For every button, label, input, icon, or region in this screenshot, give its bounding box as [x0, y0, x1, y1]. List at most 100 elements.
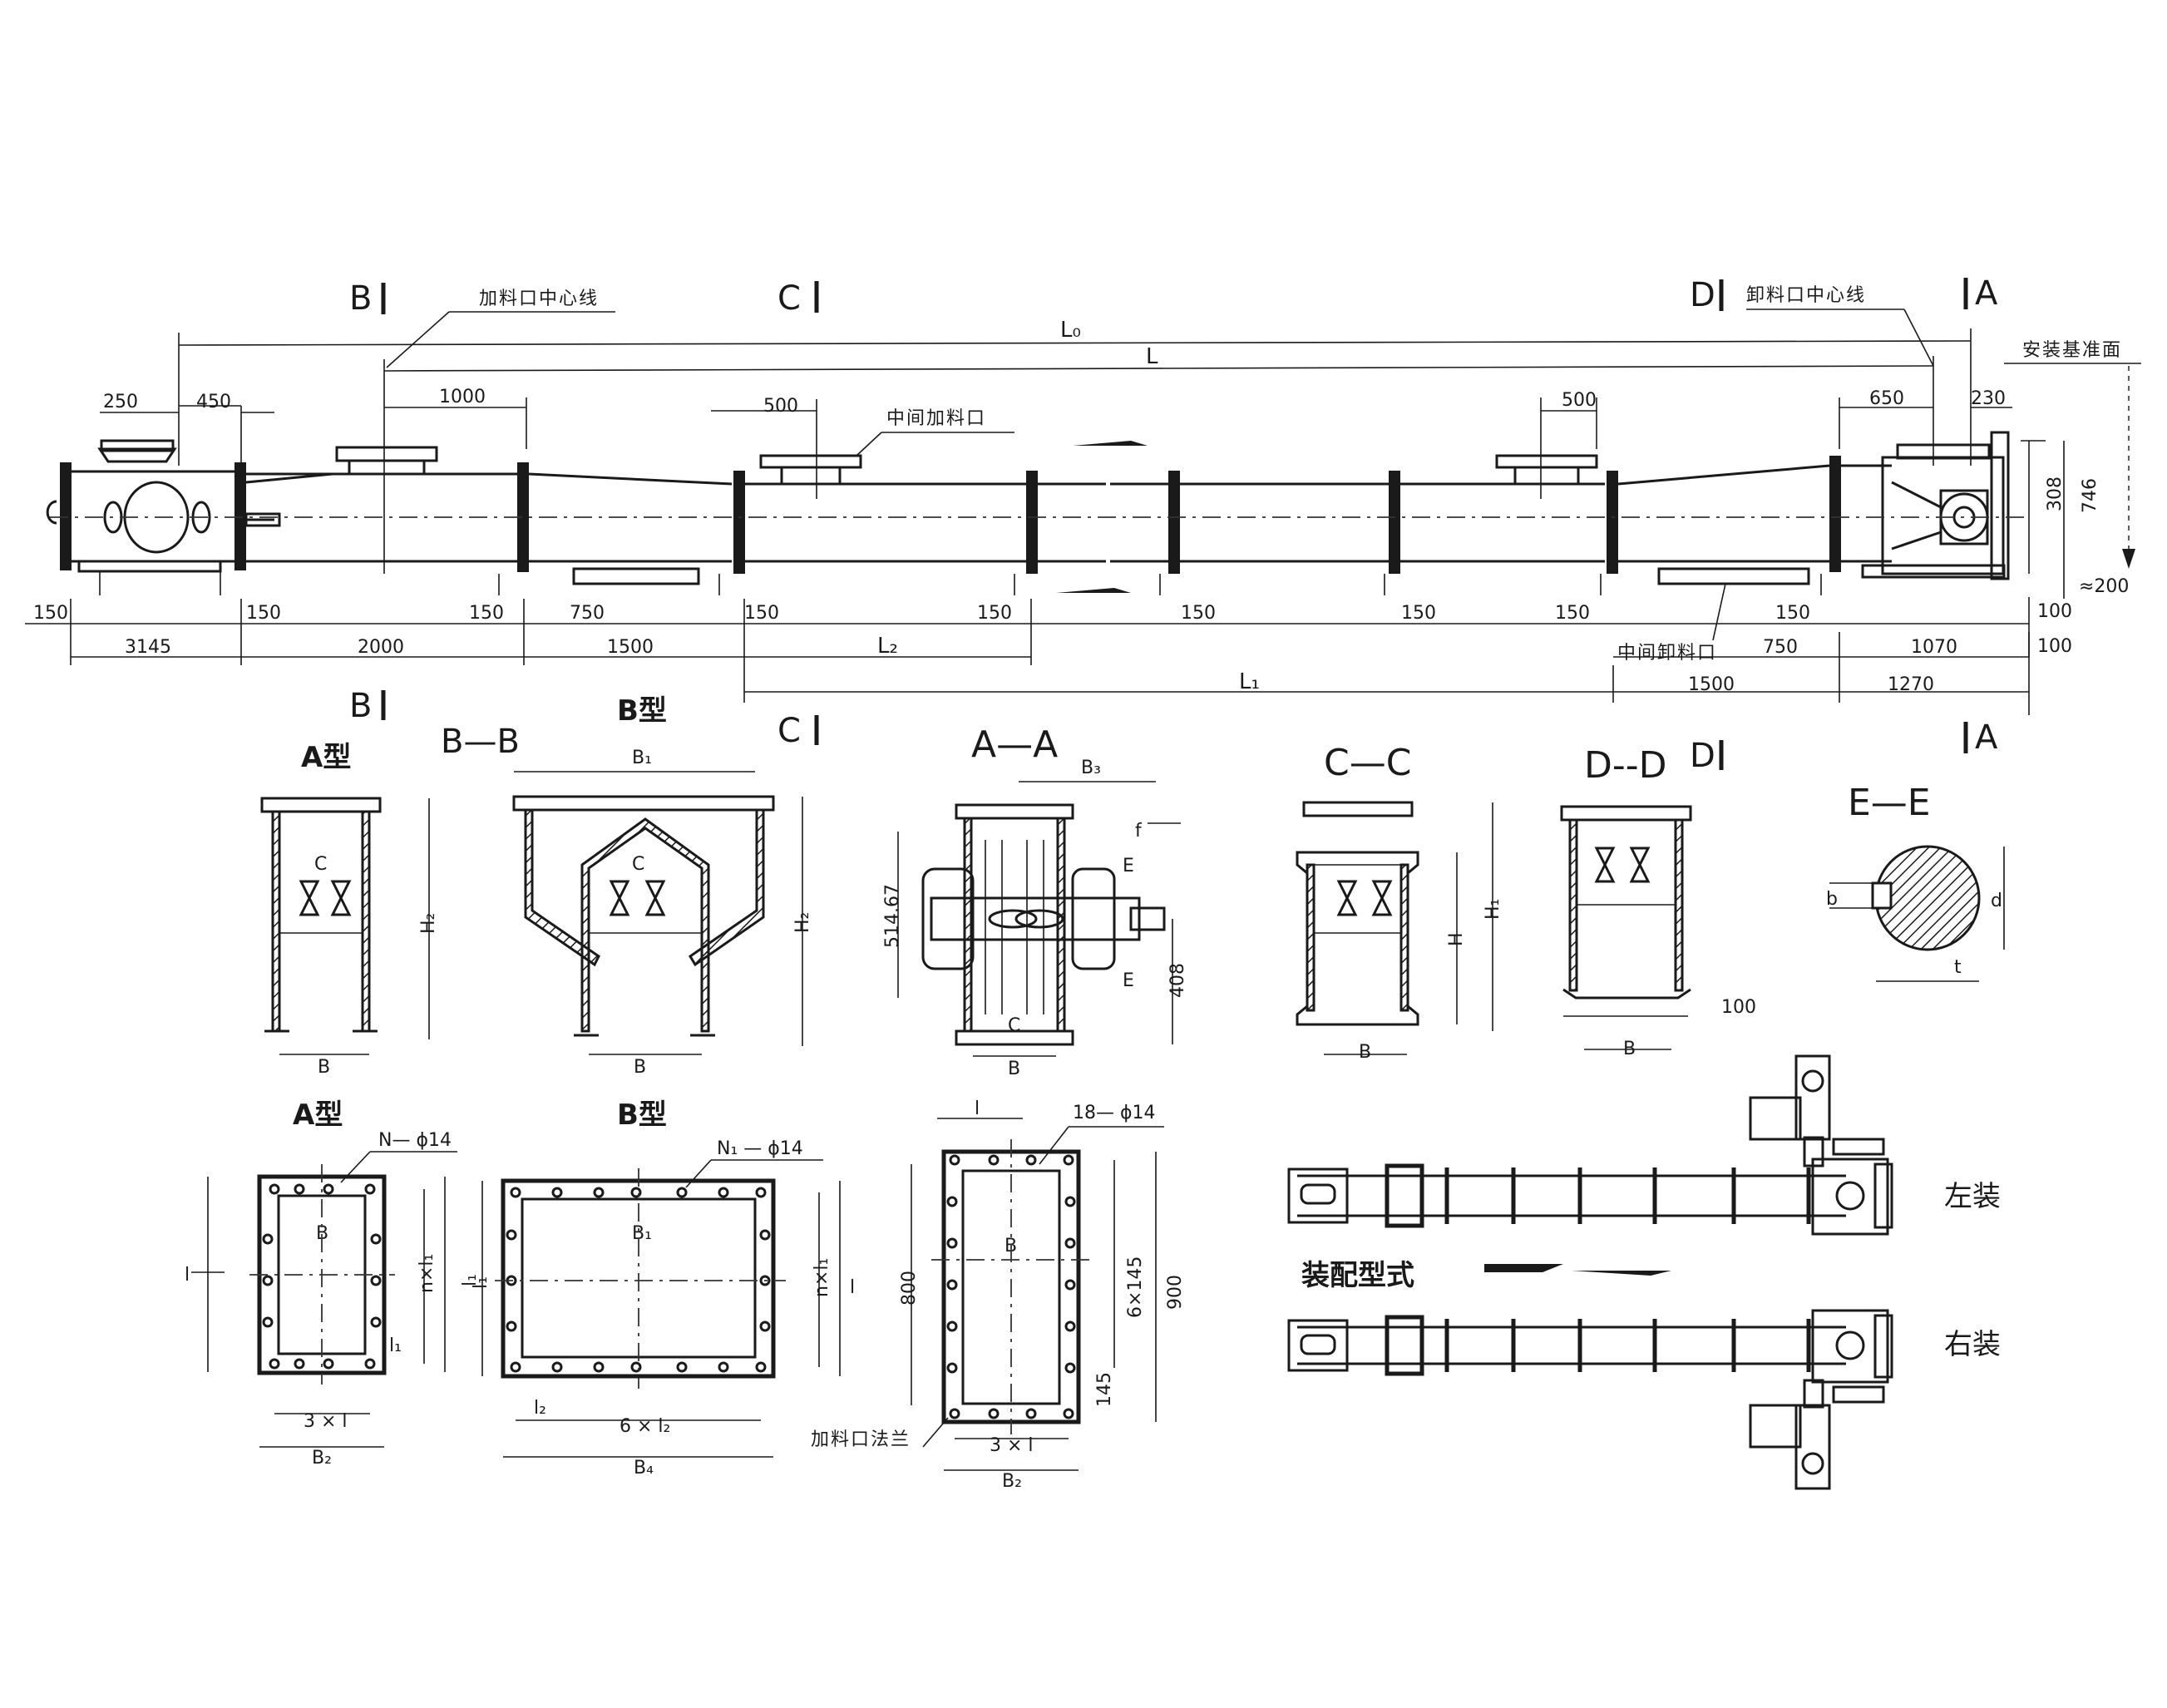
dim-200: ≈200	[2079, 576, 2129, 597]
marker-a-bottom: A	[1975, 718, 1998, 757]
flange-a-holes: N— ϕ14	[378, 1130, 452, 1151]
assembly-forms: 左装 装配型式 右装	[1287, 1054, 2001, 1490]
flange-b-b4: B₄	[634, 1458, 654, 1478]
dim-3145: 3145	[125, 637, 171, 658]
marker-b-bottom: B	[349, 687, 372, 725]
feed-flange-3l: 3 × l	[990, 1435, 1034, 1456]
ee-b: b	[1826, 889, 1838, 910]
flange-a-bolt-holes	[262, 1183, 382, 1370]
aa-f: f	[1135, 821, 1143, 842]
feed-flange-6x145: 6×145	[1125, 1256, 1146, 1318]
dim-746: 746	[2080, 478, 2100, 513]
flange-a-l: l	[185, 1265, 190, 1286]
aa-b3: B₃	[1081, 758, 1101, 778]
dim-L1: L₁	[1239, 669, 1260, 694]
dim-150-9: 150	[1775, 603, 1810, 624]
dd-title: D--D	[1584, 744, 1667, 787]
dd-100: 100	[1721, 997, 1756, 1018]
ee-d: d	[1991, 891, 2002, 911]
marker-a-top: A	[1975, 274, 1998, 313]
support-legs	[99, 571, 1822, 595]
flange-b-type: B型 N₁ — ϕ14 B₁ l₁ n×l₁ l l₂ 6 × l₂ B₄	[471, 1098, 855, 1478]
middle-discharge-label: 中间卸料口	[1617, 643, 1717, 664]
aa-b: B	[1008, 1059, 1020, 1079]
cc-h1: H₁	[1483, 899, 1503, 920]
assembly-left-label: 左装	[1944, 1180, 2001, 1213]
dim-308: 308	[2045, 476, 2066, 511]
flange-b-6xl2: 6 × l₂	[619, 1416, 670, 1437]
discharge-center-label: 卸料口中心线	[1746, 285, 1866, 306]
marker-c-top: C	[777, 279, 801, 318]
dim-450: 450	[196, 392, 231, 412]
section-markers: B C D A B C D A	[349, 274, 1998, 775]
bb-title: B—B	[441, 723, 520, 761]
bb-b-b: B	[634, 1057, 646, 1078]
flange-b-l2: l₂	[534, 1398, 546, 1419]
assembly-title: 装配型式	[1301, 1259, 1414, 1292]
middle-feed-label: 中间加料口	[886, 408, 986, 429]
flange-a-type: A型 N— ϕ14 B l n×l₁ l₁ l₁ 3 × l B₂	[185, 1098, 481, 1469]
feed-flange-holes: 18— ϕ14	[1073, 1103, 1156, 1123]
marker-d-top: D	[1690, 276, 1715, 314]
section-bb: B—B A型 B型 C B H₂ B₁ C B H₂	[260, 694, 813, 1078]
flange-a-b: B	[316, 1223, 328, 1244]
bb-a-h2: H₂	[418, 913, 439, 934]
flange-a-l1b: l₁	[389, 1335, 402, 1356]
aa-e-1: E	[1123, 856, 1134, 876]
feed-flange-b2: B₂	[1002, 1471, 1022, 1492]
feed-flange-bolt-holes	[946, 1154, 1076, 1419]
section-cc: C—C B H H₁	[1296, 742, 1503, 1063]
flange-b-title: B型	[617, 1098, 667, 1132]
section-ee: E—E b d t	[1826, 782, 2005, 982]
assembly-right	[1287, 1309, 1893, 1490]
dim-150-1: 150	[33, 603, 68, 624]
flange-a-title: A型	[293, 1098, 343, 1132]
feed-center-label: 加料口中心线	[479, 289, 599, 309]
dim-1500-b: 1500	[1688, 674, 1735, 695]
dim-150-6: 150	[1181, 603, 1216, 624]
dim-L: L	[1146, 344, 1158, 369]
dim-150-3: 150	[469, 603, 504, 624]
dim-150-2: 150	[246, 603, 281, 624]
flange-b-bolt-holes	[506, 1187, 771, 1373]
dim-150-7: 150	[1401, 603, 1436, 624]
flange-b-l: l	[850, 1277, 855, 1298]
dim-L0: L₀	[1060, 318, 1081, 343]
dim-750-a: 750	[570, 603, 605, 624]
bb-a-type-title: A型	[301, 741, 351, 774]
aa-title: A—A	[971, 723, 1058, 766]
bb-a-b: B	[318, 1057, 330, 1078]
dd-b: B	[1623, 1039, 1636, 1059]
dim-1500-a: 1500	[607, 637, 654, 658]
flange-a-b2: B₂	[312, 1448, 332, 1469]
assembly-right-label: 右装	[1944, 1328, 2001, 1361]
bb-b-c: C	[632, 854, 644, 875]
dim-750-b: 750	[1763, 637, 1798, 658]
cc-b: B	[1359, 1042, 1371, 1063]
dim-150-5: 150	[977, 603, 1012, 624]
dim-500-a: 500	[763, 396, 798, 417]
dim-650: 650	[1869, 388, 1904, 409]
flange-a-nxl1: n×l₁	[417, 1254, 437, 1293]
flange-b-l1: l₁	[471, 1276, 491, 1289]
dim-500-b: 500	[1562, 390, 1597, 411]
feed-flange-l: l	[975, 1098, 980, 1119]
aa-c: C	[1008, 1015, 1020, 1036]
dim-1070: 1070	[1911, 637, 1957, 658]
bb-a-c: C	[314, 854, 327, 875]
flange-b-nxl1: n×l₁	[812, 1258, 832, 1297]
cc-title: C—C	[1324, 742, 1411, 784]
feed-flange-800: 800	[899, 1271, 920, 1306]
feed-flange-900: 900	[1165, 1275, 1186, 1310]
ee-t: t	[1954, 957, 1962, 978]
dim-1270: 1270	[1888, 674, 1934, 695]
flange-b-b1: B₁	[632, 1223, 652, 1244]
feed-flange-145: 145	[1094, 1372, 1115, 1407]
bb-b-type-title: B型	[617, 694, 667, 728]
dim-100-a: 100	[2037, 601, 2072, 622]
dim-250: 250	[103, 392, 138, 412]
aa-514: 514.67	[882, 884, 903, 948]
dim-100-b: 100	[2037, 636, 2072, 657]
ee-title: E—E	[1848, 782, 1931, 824]
